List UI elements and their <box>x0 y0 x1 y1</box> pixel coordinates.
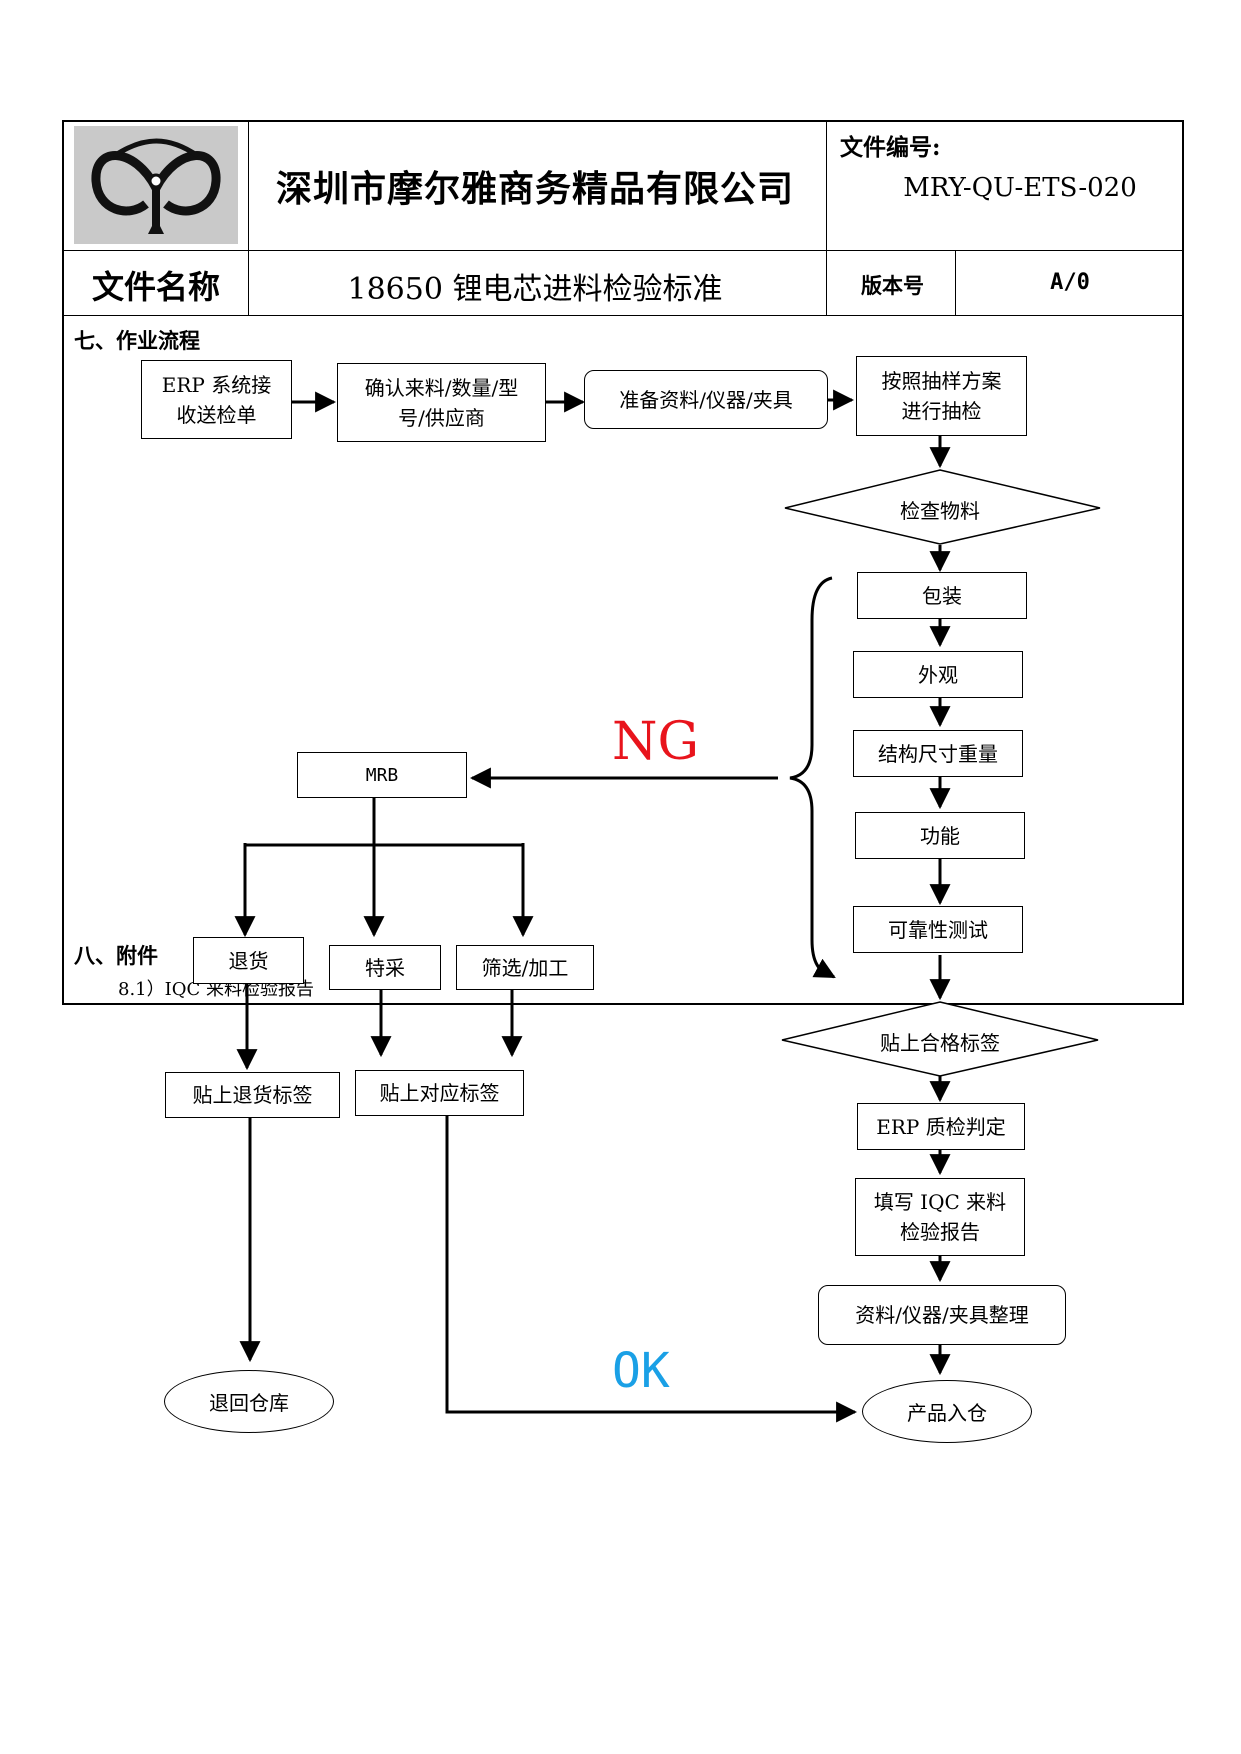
prepare-tools-text: 准备资料/仪器/夹具 <box>619 387 793 412</box>
header-divider <box>955 250 956 316</box>
version-label: 版本号 <box>861 273 924 298</box>
screen-process-box: 筛选/加工 <box>456 945 594 990</box>
appearance-box: 外观 <box>853 651 1023 698</box>
structure-text: 结构尺寸重量 <box>878 741 998 766</box>
file-name-label: 文件名称 <box>91 268 220 306</box>
file-name: 18650 锂电芯进料检验标准 <box>347 272 723 307</box>
warehouse-in-text: 产品入仓 <box>907 1401 987 1425</box>
ok-label: OK <box>612 1343 670 1399</box>
special-purchase-box: 特采 <box>329 945 441 990</box>
fill-report-box: 填写 IQC 来料检验报告 <box>855 1178 1025 1256</box>
workflow-title: 七、作业流程 <box>74 328 200 353</box>
version: A/0 <box>1050 270 1090 295</box>
screen-process-text: 筛选/加工 <box>481 955 569 980</box>
sampling-box: 按照抽样方案进行抽检 <box>856 356 1027 436</box>
erp-receive-text: ERP 系统接收送检单 <box>161 372 272 427</box>
mrb-text: MRB <box>365 764 399 786</box>
return-warehouse-text: 退回仓库 <box>209 1391 289 1415</box>
sampling-text: 按照抽样方案进行抽检 <box>881 369 1002 423</box>
return-label-box: 贴上退货标签 <box>165 1072 340 1118</box>
header-divider <box>248 120 249 316</box>
erp-judge-box: ERP 质检判定 <box>857 1103 1025 1150</box>
warehouse-in-ellipse: 产品入仓 <box>862 1380 1032 1443</box>
return-goods-text: 退货 <box>228 948 269 973</box>
function-text: 功能 <box>920 823 960 848</box>
attachment-item: 8.1）IQC 来料检验报告 <box>118 979 314 1000</box>
header-divider <box>62 250 1184 251</box>
reliability-text: 可靠性测试 <box>888 917 988 942</box>
prepare-tools-box: 准备资料/仪器/夹具 <box>584 370 828 429</box>
fill-report-text: 填写 IQC 来料检验报告 <box>873 1190 1007 1244</box>
structure-box: 结构尺寸重量 <box>853 730 1023 777</box>
reliability-box: 可靠性测试 <box>853 906 1023 953</box>
appearance-text: 外观 <box>918 662 958 687</box>
header-divider <box>62 315 1184 316</box>
return-warehouse-ellipse: 退回仓库 <box>164 1370 334 1433</box>
confirm-material-box: 确认来料/数量/型号/供应商 <box>337 363 546 442</box>
corresponding-label-text: 贴上对应标签 <box>379 1081 500 1105</box>
return-goods-box: 退货 <box>193 937 304 984</box>
header-divider <box>826 120 827 316</box>
mrb-box: MRB <box>297 752 467 798</box>
special-purchase-text: 特采 <box>365 955 405 980</box>
erp-receive-box: ERP 系统接收送检单 <box>141 360 292 439</box>
corresponding-label-box: 贴上对应标签 <box>355 1070 524 1116</box>
function-box: 功能 <box>855 812 1025 859</box>
document-header-frame <box>62 120 1184 1005</box>
inspect-material-label: 检查物料 <box>900 499 980 523</box>
doc-number-label: 文件编号: <box>840 134 941 161</box>
organize-box: 资料/仪器/夹具整理 <box>818 1285 1066 1345</box>
pass-label-text: 贴上合格标签 <box>880 1031 1000 1055</box>
organize-text: 资料/仪器/夹具整理 <box>855 1303 1029 1327</box>
company-logo <box>74 126 238 244</box>
company-name: 深圳市摩尔雅商务精品有限公司 <box>275 168 794 210</box>
ng-label: NG <box>612 712 700 772</box>
attachment-title: 八、附件 <box>74 943 158 968</box>
doc-number: MRY-QU-ETS-020 <box>903 173 1137 203</box>
packaging-box: 包装 <box>857 572 1027 619</box>
return-label-text: 贴上退货标签 <box>192 1083 313 1107</box>
confirm-material-text: 确认来料/数量/型号/供应商 <box>364 375 519 430</box>
erp-judge-text: ERP 质检判定 <box>876 1114 1006 1139</box>
packaging-text: 包装 <box>922 583 962 608</box>
